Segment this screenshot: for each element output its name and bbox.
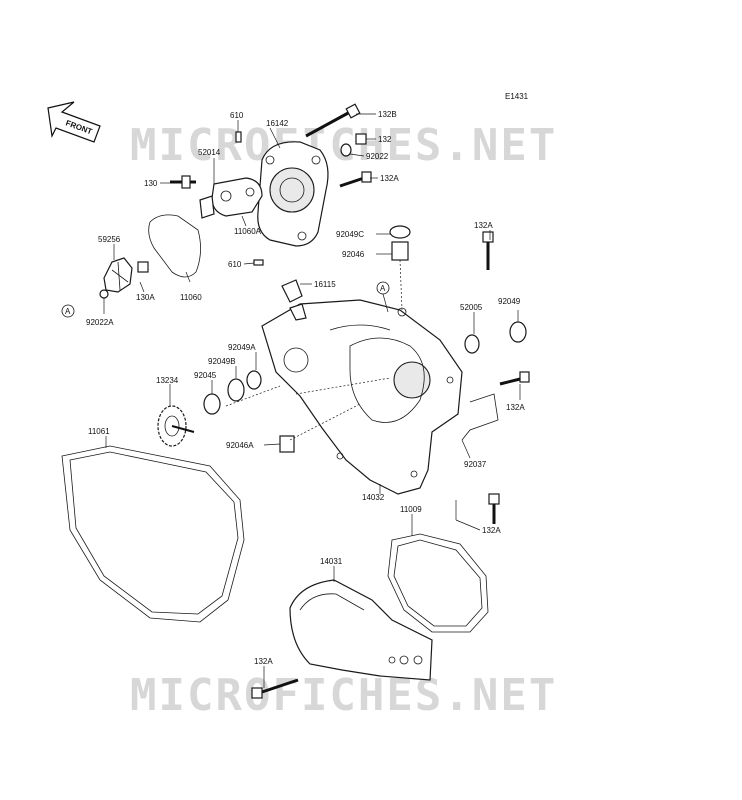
label-92037: 92037 (464, 460, 487, 469)
label-92049a: 92049A (228, 343, 256, 352)
collar-92046-icon (391, 241, 409, 261)
figure-code: E1431 (505, 92, 529, 101)
label-11060a: 11060A (234, 227, 262, 236)
label-52005: 52005 (460, 303, 483, 312)
gasket-11060a-icon (199, 177, 263, 219)
label-132a-bottom: 132A (254, 657, 273, 666)
svg-text:A: A (65, 307, 71, 316)
label-130a: 130A (136, 293, 155, 302)
label-11061: 11061 (88, 427, 110, 436)
leader-lines (103, 113, 521, 688)
label-11060: 11060 (180, 293, 202, 302)
bolt-132a-lower-icon (488, 493, 500, 524)
bearing-92045-icon (203, 393, 221, 415)
label-92046a: 92046A (226, 441, 254, 450)
ref-marker-cover: A (376, 281, 390, 295)
label-11009: 11009 (400, 505, 422, 514)
label-59256: 59256 (98, 235, 121, 244)
bolt-132-icon (340, 133, 367, 157)
label-92045: 92045 (194, 371, 217, 380)
label-610-lower: 610 (228, 260, 242, 269)
seal-92049a-icon (246, 370, 262, 390)
collar-92046a-icon (279, 435, 295, 453)
label-92049b: 92049B (208, 357, 236, 366)
label-610-upper: 610 (230, 111, 244, 120)
gasket-11061-icon (61, 445, 245, 623)
label-132a-lower: 132A (482, 526, 501, 535)
label-132b: 132B (378, 110, 397, 119)
label-16142: 16142 (266, 119, 289, 128)
label-14031: 14031 (320, 557, 343, 566)
label-92022a: 92022A (86, 318, 114, 327)
bolt-130-icon (170, 175, 196, 189)
bolt-132a-right-icon (482, 231, 494, 270)
label-92049: 92049 (498, 297, 521, 306)
label-132a-mid: 132A (506, 403, 525, 412)
watermark-bottom: MICROFICHES.NET (130, 670, 557, 721)
gasket-11060-icon (148, 214, 201, 278)
gasket-11061-inner (69, 451, 239, 615)
label-132a-upper: 132A (380, 174, 399, 183)
ref-marker-left: A (61, 304, 75, 318)
front-arrow-icon: FRONT (47, 101, 101, 143)
label-92022: 92022 (366, 152, 389, 161)
label-92049c: 92049C (336, 230, 364, 239)
clutch-cover-14032 (261, 299, 463, 495)
svg-text:A: A (380, 284, 386, 293)
bolt-132a-mid-icon (499, 371, 530, 386)
impeller-59256-icon (99, 257, 149, 299)
outer-cover-14031 (289, 579, 433, 681)
label-132: 132 (378, 135, 392, 144)
label-132a-right: 132A (474, 221, 493, 230)
seal-92049b-icon (227, 378, 245, 402)
label-16115: 16115 (314, 280, 336, 289)
bearing-52005-icon (464, 334, 480, 354)
label-14032: 14032 (362, 493, 385, 502)
bolt-132a-bottom-icon (251, 678, 299, 699)
gear-13234-icon (157, 405, 195, 447)
label-130: 130 (144, 179, 158, 188)
bolt-132b-icon (305, 103, 361, 138)
label-13234: 13234 (156, 376, 179, 385)
seal-92049c-icon (389, 225, 411, 239)
pin-610-upper-icon (235, 131, 242, 143)
clamp-92037-icon (461, 393, 499, 441)
fitting-16115-icon (281, 279, 303, 303)
bolt-132a-upper-icon (339, 171, 372, 188)
gasket-11009-inner (393, 539, 483, 627)
label-92046: 92046 (342, 250, 365, 259)
gasket-11009-icon (387, 533, 489, 633)
seal-92049-icon (509, 321, 527, 343)
water-pump-cover (257, 141, 329, 247)
pin-610-lower-icon (253, 259, 264, 266)
label-52014: 52014 (198, 148, 221, 157)
